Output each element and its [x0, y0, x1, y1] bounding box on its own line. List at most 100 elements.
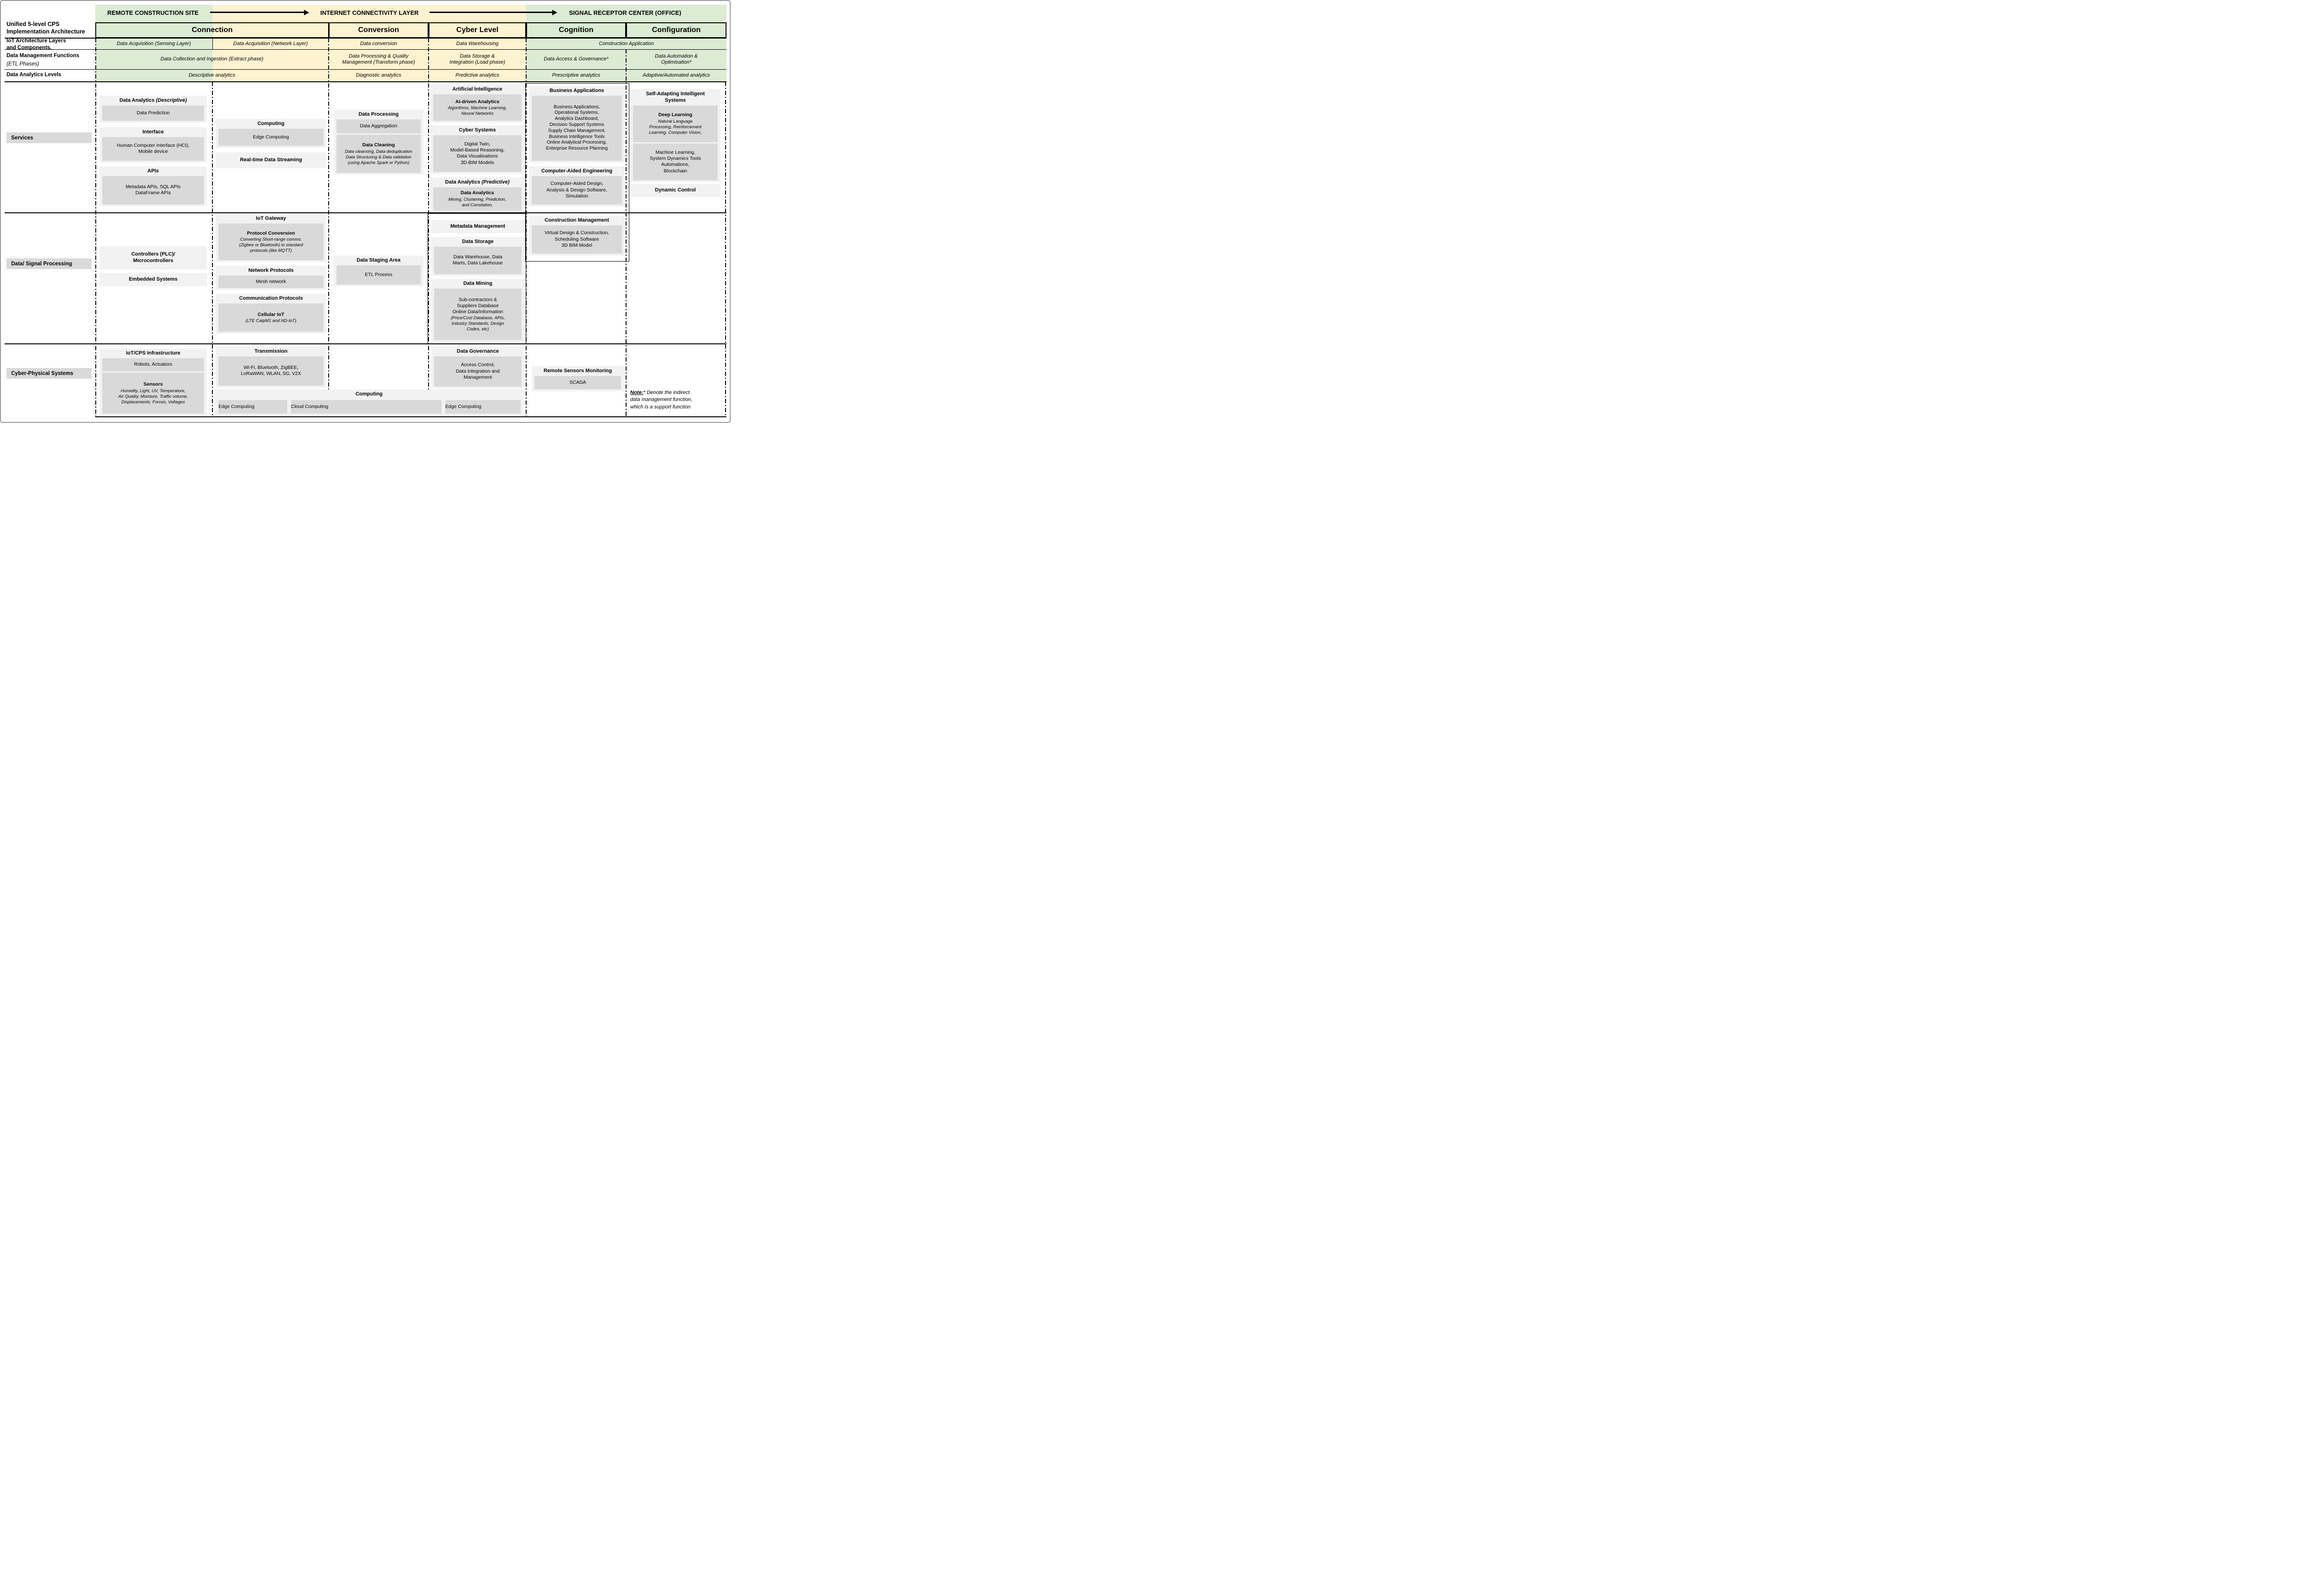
iot-layer-application: Construction Application — [599, 40, 654, 46]
box-title: Business Applications — [549, 88, 604, 93]
item-protocol-conversion: Protocol Conversion Converting Short-ran… — [218, 223, 324, 260]
item-note: Converting Short-range comms. (Zigbee or… — [239, 237, 303, 253]
item-hci: Human Computer Interface (HCI), Mobile d… — [102, 137, 204, 161]
box-realtime-streaming: Real-time Data Streaming — [216, 152, 326, 168]
box-data-analytics-predictive: Data Analytics (Predictive) Data Analyti… — [430, 178, 524, 212]
item-cyber-systems: Digital Twin, Model-Based Reasoning, Dat… — [433, 135, 522, 172]
row-label-data-analytics: Data Analytics Levels — [7, 72, 61, 78]
iot-layer-sensing: Data Acquisition (Sensing Layer) — [117, 40, 191, 46]
item-construction-mgmt: Virtual Design & Construction, Schedulin… — [532, 225, 622, 254]
item-cae: Computer-Aided Design, Analysis & Design… — [532, 176, 622, 204]
item-title: Data Analytics — [461, 190, 494, 196]
column-divider — [626, 49, 627, 416]
box-business-applications: Business Applications Business Applicati… — [529, 86, 625, 163]
box-title: Remote Sensors Monitoring — [543, 368, 612, 374]
banner-office: SIGNAL RECEPTOR CENTER (OFFICE) — [569, 9, 681, 16]
arrow-head — [304, 9, 309, 15]
box-title: Artificial Intelligence — [452, 86, 502, 92]
box-title: APIs — [147, 168, 159, 174]
banner-internet-layer: INTERNET CONNECTIVITY LAYER — [320, 9, 419, 16]
box-title: Controllers (PLC)/ Microcontrollers — [131, 251, 175, 263]
band-internet-layer — [212, 5, 526, 82]
architecture-title: Unified 5-level CPS Implementation Archi… — [7, 21, 86, 35]
row-label-dm-main: Data Management Functions — [7, 53, 79, 59]
box-title: IoT/CPS Infrastructure — [126, 350, 180, 356]
footnote-label: Note: — [630, 390, 644, 395]
item-note: Data cleansing, Data deduplication Data … — [345, 148, 412, 165]
item-edge-computing: Edge Computing — [218, 128, 324, 146]
item-note: (Price/Cost Database, APIs, Industry Sta… — [450, 315, 505, 332]
box-self-adapting-systems: Self-Adapting Intelligent Systems Deep L… — [630, 89, 720, 182]
cps-architecture-diagram: REMOTE CONSTRUCTION SITE INTERNET CONNEC… — [0, 0, 731, 423]
box-computing: Computing Edge Computing — [216, 119, 326, 148]
box-data-staging-area: Data Staging Area ETL Process — [334, 256, 423, 286]
item-title: Data Cleaning — [362, 142, 395, 148]
grid-line — [5, 69, 726, 70]
item-ai-analytics: AI-driven Analytics Algorithms, Machine … — [433, 94, 522, 121]
item-wifi-bluetooth: Wi-Fi, Bluetooth, ZigBEE, LoRaWAN, WLAN,… — [218, 356, 324, 386]
item-etl-process: ETL Process — [337, 265, 421, 284]
box-title: IoT Gateway — [256, 216, 286, 221]
box-dynamic-control: Dynamic Control — [630, 184, 720, 197]
level-header-conversion: Conversion — [329, 22, 429, 38]
column-divider — [428, 38, 429, 416]
grid-line — [5, 81, 726, 82]
analytics-diagnostic: Diagnostic analytics — [356, 72, 402, 79]
item-api-list: Metadata APIs, SQL APIs DataFrame APIs — [102, 176, 204, 204]
row-label-iot-layers: IoT Architecture Layers and Components. — [7, 38, 66, 51]
level-header-connection: Connection — [95, 22, 329, 38]
box-data-governance: Data Governance Access Control, Data Int… — [431, 347, 524, 388]
box-title: Computer-Aided Engineering — [541, 168, 613, 174]
footnote: Note:* Denote the indirect data manageme… — [630, 389, 722, 411]
row-chip-services: Services — [7, 132, 92, 143]
item-note: (LTE CatpM1 and ND-IoT) — [245, 318, 297, 323]
footnote-text: * Denote the indirect data management fu… — [630, 390, 693, 410]
box-title: Data Analytics (Descriptive) — [119, 98, 187, 103]
iot-layer-warehousing: Data Warehousing — [456, 40, 499, 46]
box-title: Network Protocols — [248, 268, 294, 273]
box-interface: Interface Human Computer Interface (HCI)… — [99, 127, 207, 163]
item-scada: SCADA — [535, 375, 621, 389]
box-title: Data Analytics (Predictive) — [445, 179, 510, 185]
arrow-head — [552, 9, 557, 15]
box-apis: APIs Metadata APIs, SQL APIs DataFrame A… — [99, 166, 207, 206]
item-data-prediction: Data Prediction — [102, 105, 204, 121]
box-construction-management: Construction Management Virtual Design &… — [529, 216, 625, 256]
analytics-descriptive: Descriptive analytics — [188, 72, 236, 79]
banner-remote-site: REMOTE CONSTRUCTION SITE — [107, 9, 199, 16]
box-artificial-intelligence: Artificial Intelligence AI-driven Analyt… — [430, 85, 524, 123]
item-cloud-computing: Cloud Computing — [291, 400, 442, 414]
item-note: Algorithms, Machine Learning, Neural Net… — [448, 105, 507, 116]
row-divider — [5, 343, 726, 344]
iot-layer-network: Data Acquisition (Network Layer) — [233, 40, 308, 46]
box-data-analytics-descriptive: Data Analytics (Descriptive) Data Predic… — [99, 96, 207, 123]
item-data-cleaning: Data Cleaning Data cleansing, Data dedup… — [337, 134, 421, 173]
etl-automation: Data Automation & Optimisation* — [655, 53, 698, 65]
column-divider — [526, 38, 527, 416]
level-header-cognition: Cognition — [526, 22, 626, 38]
analytics-predictive: Predictive analytics — [455, 72, 500, 79]
row-label-data-management: Data Management Functions (ETL Phases) — [7, 51, 95, 68]
arrow-line — [429, 12, 552, 13]
box-title: Interface — [142, 129, 164, 135]
band-remote-site — [95, 5, 212, 82]
box-iot-gateway: IoT Gateway Protocol Conversion Converti… — [216, 214, 326, 262]
item-title: Cellular IoT — [257, 311, 284, 317]
etl-access: Data Access & Governance* — [544, 56, 608, 62]
item-edge-computing-right: Edge Computing — [445, 400, 521, 414]
item-title: Deep Learning — [658, 112, 693, 118]
box-title: Data Processing — [358, 112, 399, 117]
item-robots-actuators: Robots, Actuators — [102, 358, 204, 371]
box-title: Computing — [257, 121, 285, 126]
cognition-group-outline — [525, 83, 629, 262]
row-chip-cps: Cyber-Physical Systems — [7, 368, 92, 379]
column-divider — [212, 82, 213, 416]
item-business-apps: Business Applications, Operational Syste… — [532, 95, 622, 161]
analytics-prescriptive: Prescriptive analytics — [552, 72, 601, 79]
item-data-warehouse: Data Warehouse, Data Marts, Data Lakehou… — [434, 246, 522, 274]
column-divider — [212, 38, 213, 49]
item-data-aggregation: Data Aggregation — [337, 119, 421, 133]
box-title: Dynamic Control — [654, 187, 696, 193]
item-machine-learning: Machine Learning, System Dynamics Tools … — [633, 143, 718, 180]
box-data-storage: Data Storage Data Warehouse, Data Marts,… — [431, 237, 524, 276]
